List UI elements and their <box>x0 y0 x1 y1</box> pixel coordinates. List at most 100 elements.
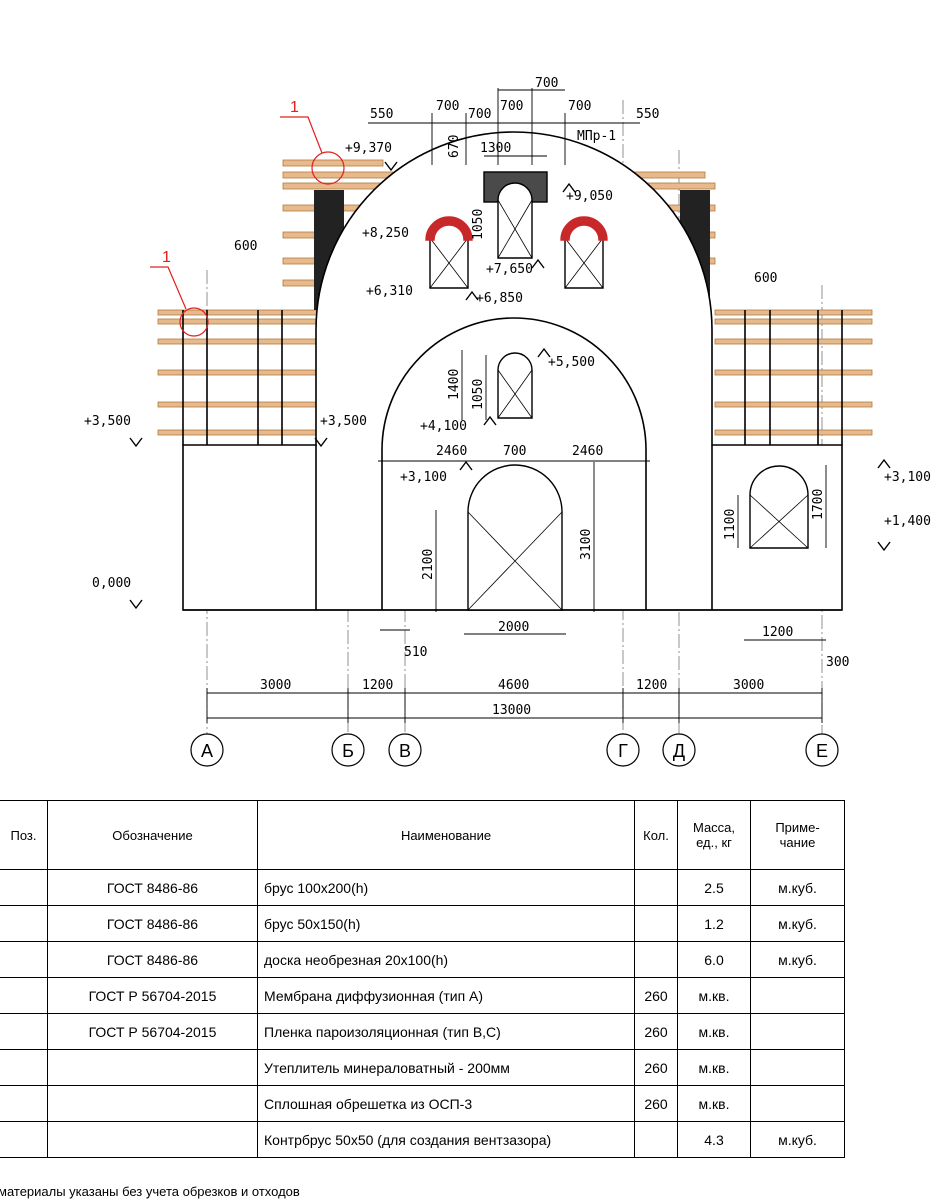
cell-note: м.куб. <box>750 941 845 978</box>
cell-mass: м.кв. <box>677 977 751 1014</box>
dimension-lines <box>206 88 827 723</box>
axis-label-g: Г <box>618 741 628 761</box>
cell-pos <box>0 869 48 906</box>
header-qty: Кол. <box>634 800 678 870</box>
header-pos: Поз. <box>0 800 48 870</box>
header-note: Приме- чание <box>750 800 845 870</box>
cell-name: доска необрезная 20х100(h) <box>257 941 635 978</box>
cell-designation <box>47 1121 258 1158</box>
cell-designation: ГОСТ 8486-86 <box>47 905 258 942</box>
header-mass: Масса, ед., кг <box>677 800 751 870</box>
axis-labels: А Б В Г Д Е <box>201 741 828 761</box>
level-8250: +8,250 <box>362 226 409 241</box>
window-top-center <box>497 182 533 259</box>
cell-note: м.куб. <box>750 869 845 906</box>
cell-note <box>750 1013 845 1050</box>
dimension-labels: 550 700 700 700 700 700 550 1300 600 600… <box>234 76 849 718</box>
specification-table: Поз. Обозначение Наименование Кол. Масса… <box>0 800 845 1158</box>
cell-mass: 1.2 <box>677 905 751 942</box>
level-1400: +1,400 <box>884 514 931 529</box>
cell-name: Контрбрус 50х50 (для создания вентзазора… <box>257 1121 635 1158</box>
cell-designation: ГОСТ 8486-86 <box>47 869 258 906</box>
level-0: 0,000 <box>92 576 131 591</box>
dim-550-right: 550 <box>636 107 659 122</box>
cell-mass: м.кв. <box>677 1013 751 1050</box>
cell-mass: м.кв. <box>677 1085 751 1122</box>
brick-arch-left <box>425 216 473 241</box>
level-4100: +4,100 <box>420 419 467 434</box>
bottom-dim-13000: 13000 <box>492 703 531 718</box>
cell-pos <box>0 1049 48 1086</box>
level-9370: +9,370 <box>345 141 392 156</box>
window-right-wing <box>749 465 809 549</box>
dim-1050-mid: 1050 <box>471 379 486 410</box>
level-markers <box>129 161 891 610</box>
level-labels: +9,370 +9,050 +8,250 +7,650 +6,850 +6,31… <box>84 129 931 591</box>
cell-name: Сплошная обрешетка из ОСП-3 <box>257 1085 635 1122</box>
cell-qty: 260 <box>634 1013 678 1050</box>
dim-300: 300 <box>826 655 849 670</box>
cell-name: Мембрана диффузионная (тип А) <box>257 977 635 1014</box>
cell-pos <box>0 977 48 1014</box>
dim-550-left: 550 <box>370 107 393 122</box>
facade-elevation: 1 1 +9,370 +9,050 +8,250 +7,650 +6,850 +… <box>84 76 931 767</box>
dim-670: 670 <box>447 135 462 158</box>
header-name: Наименование <box>257 800 635 870</box>
dim-600-right: 600 <box>754 271 777 286</box>
cell-designation: ГОСТ 8486-86 <box>47 941 258 978</box>
cell-qty: 260 <box>634 1085 678 1122</box>
level-6850: +6,850 <box>476 291 523 306</box>
dim-700-c: 700 <box>500 99 523 114</box>
cell-pos <box>0 1013 48 1050</box>
level-7650: +7,650 <box>486 262 533 277</box>
cell-designation <box>47 1085 258 1122</box>
cell-mass: 6.0 <box>677 941 751 978</box>
main-door <box>467 464 563 611</box>
cell-qty <box>634 941 678 978</box>
level-3100-right: +3,100 <box>884 470 931 485</box>
cell-qty: 260 <box>634 977 678 1014</box>
bottom-dim-3000-left: 3000 <box>260 678 291 693</box>
windows <box>425 171 809 611</box>
brick-arch-right <box>560 216 608 241</box>
axis-bubbles <box>190 733 839 767</box>
dim-700-d: 700 <box>535 76 558 91</box>
cell-name: Пленка пароизоляционная (тип В,С) <box>257 1013 635 1050</box>
dim-600-left: 600 <box>234 239 257 254</box>
level-9050: +9,050 <box>566 189 613 204</box>
cell-name: брус 50х150(h) <box>257 905 635 942</box>
cell-name: Утеплитель минераловатный - 200мм <box>257 1049 635 1086</box>
cell-mass: 4.3 <box>677 1121 751 1158</box>
level-5500: +5,500 <box>548 355 595 370</box>
dim-2000: 2000 <box>498 620 529 635</box>
cell-note <box>750 1049 845 1086</box>
callout-marks <box>150 116 345 337</box>
dim-700-window: 700 <box>503 444 526 459</box>
table-header-row: Поз. Обозначение Наименование Кол. Масса… <box>0 800 845 870</box>
cell-qty <box>634 1121 678 1158</box>
dim-1700: 1700 <box>811 489 826 520</box>
level-3500-center: +3,500 <box>320 414 367 429</box>
dim-700-b: 700 <box>468 107 491 122</box>
axis-label-e: Е <box>816 741 828 761</box>
cell-designation: ГОСТ Р 56704-2015 <box>47 977 258 1014</box>
dim-1300: 1300 <box>480 141 511 156</box>
cell-pos <box>0 905 48 942</box>
dim-2460-left: 2460 <box>436 444 467 459</box>
axis-label-v: В <box>399 741 411 761</box>
axis-label-b: Б <box>342 741 354 761</box>
bottom-dim-1200-right: 1200 <box>636 678 667 693</box>
cell-note: м.куб. <box>750 1121 845 1158</box>
cell-designation: ГОСТ Р 56704-2015 <box>47 1013 258 1050</box>
cell-mass: 2.5 <box>677 869 751 906</box>
level-6310: +6,310 <box>366 284 413 299</box>
cell-note: м.куб. <box>750 905 845 942</box>
mark-mpr-1: МПр-1 <box>577 129 616 144</box>
level-3100-door: +3,100 <box>400 470 447 485</box>
cell-pos <box>0 1121 48 1158</box>
